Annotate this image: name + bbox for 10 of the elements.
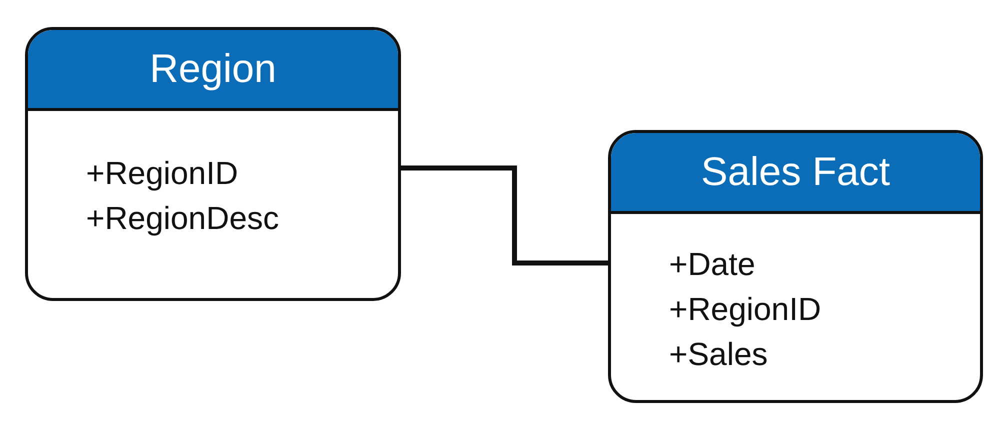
entity-box (608, 130, 983, 403)
connector-line (401, 166, 608, 266)
entity-header: Sales Fact (611, 133, 980, 214)
entity-header: Region (28, 30, 398, 111)
attribute-text: +RegionDesc (86, 199, 279, 237)
attribute-text: +RegionID (669, 290, 822, 328)
attribute-text: +RegionID (86, 154, 238, 192)
attribute-text: +Sales (669, 335, 768, 373)
attribute-text: +Date (669, 245, 756, 283)
entity-box (25, 27, 401, 301)
